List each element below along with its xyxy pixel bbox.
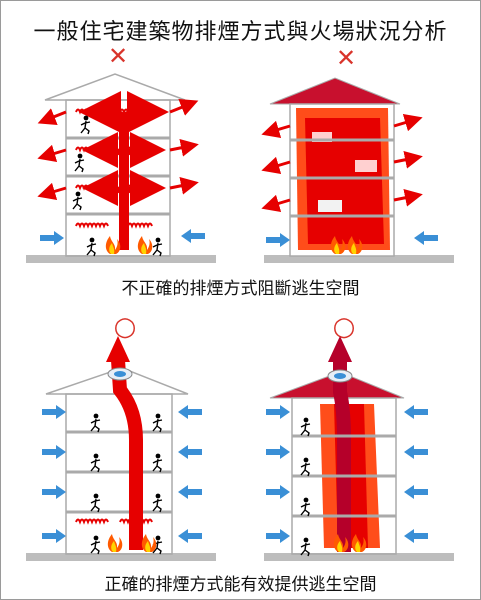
correct-mark-left: ○ (113, 312, 137, 342)
building-top-right (261, 77, 454, 263)
building-bottom-right (264, 336, 454, 561)
building-top-left (26, 73, 216, 263)
wrong-mark-right: ✕ (335, 44, 357, 72)
correct-mark-right: ○ (332, 312, 356, 342)
wrong-mark-left: ✕ (107, 42, 129, 70)
caption-incorrect-method: 不正確的排煙方式阻斷逃生空間 (121, 279, 360, 299)
diagram-title: 一般住宅建築物排煙方式與火場狀況分析 (33, 20, 448, 45)
building-bottom-left (26, 336, 216, 561)
caption-correct-method: 正確的排煙方式能有效提供逃生空間 (104, 575, 377, 595)
